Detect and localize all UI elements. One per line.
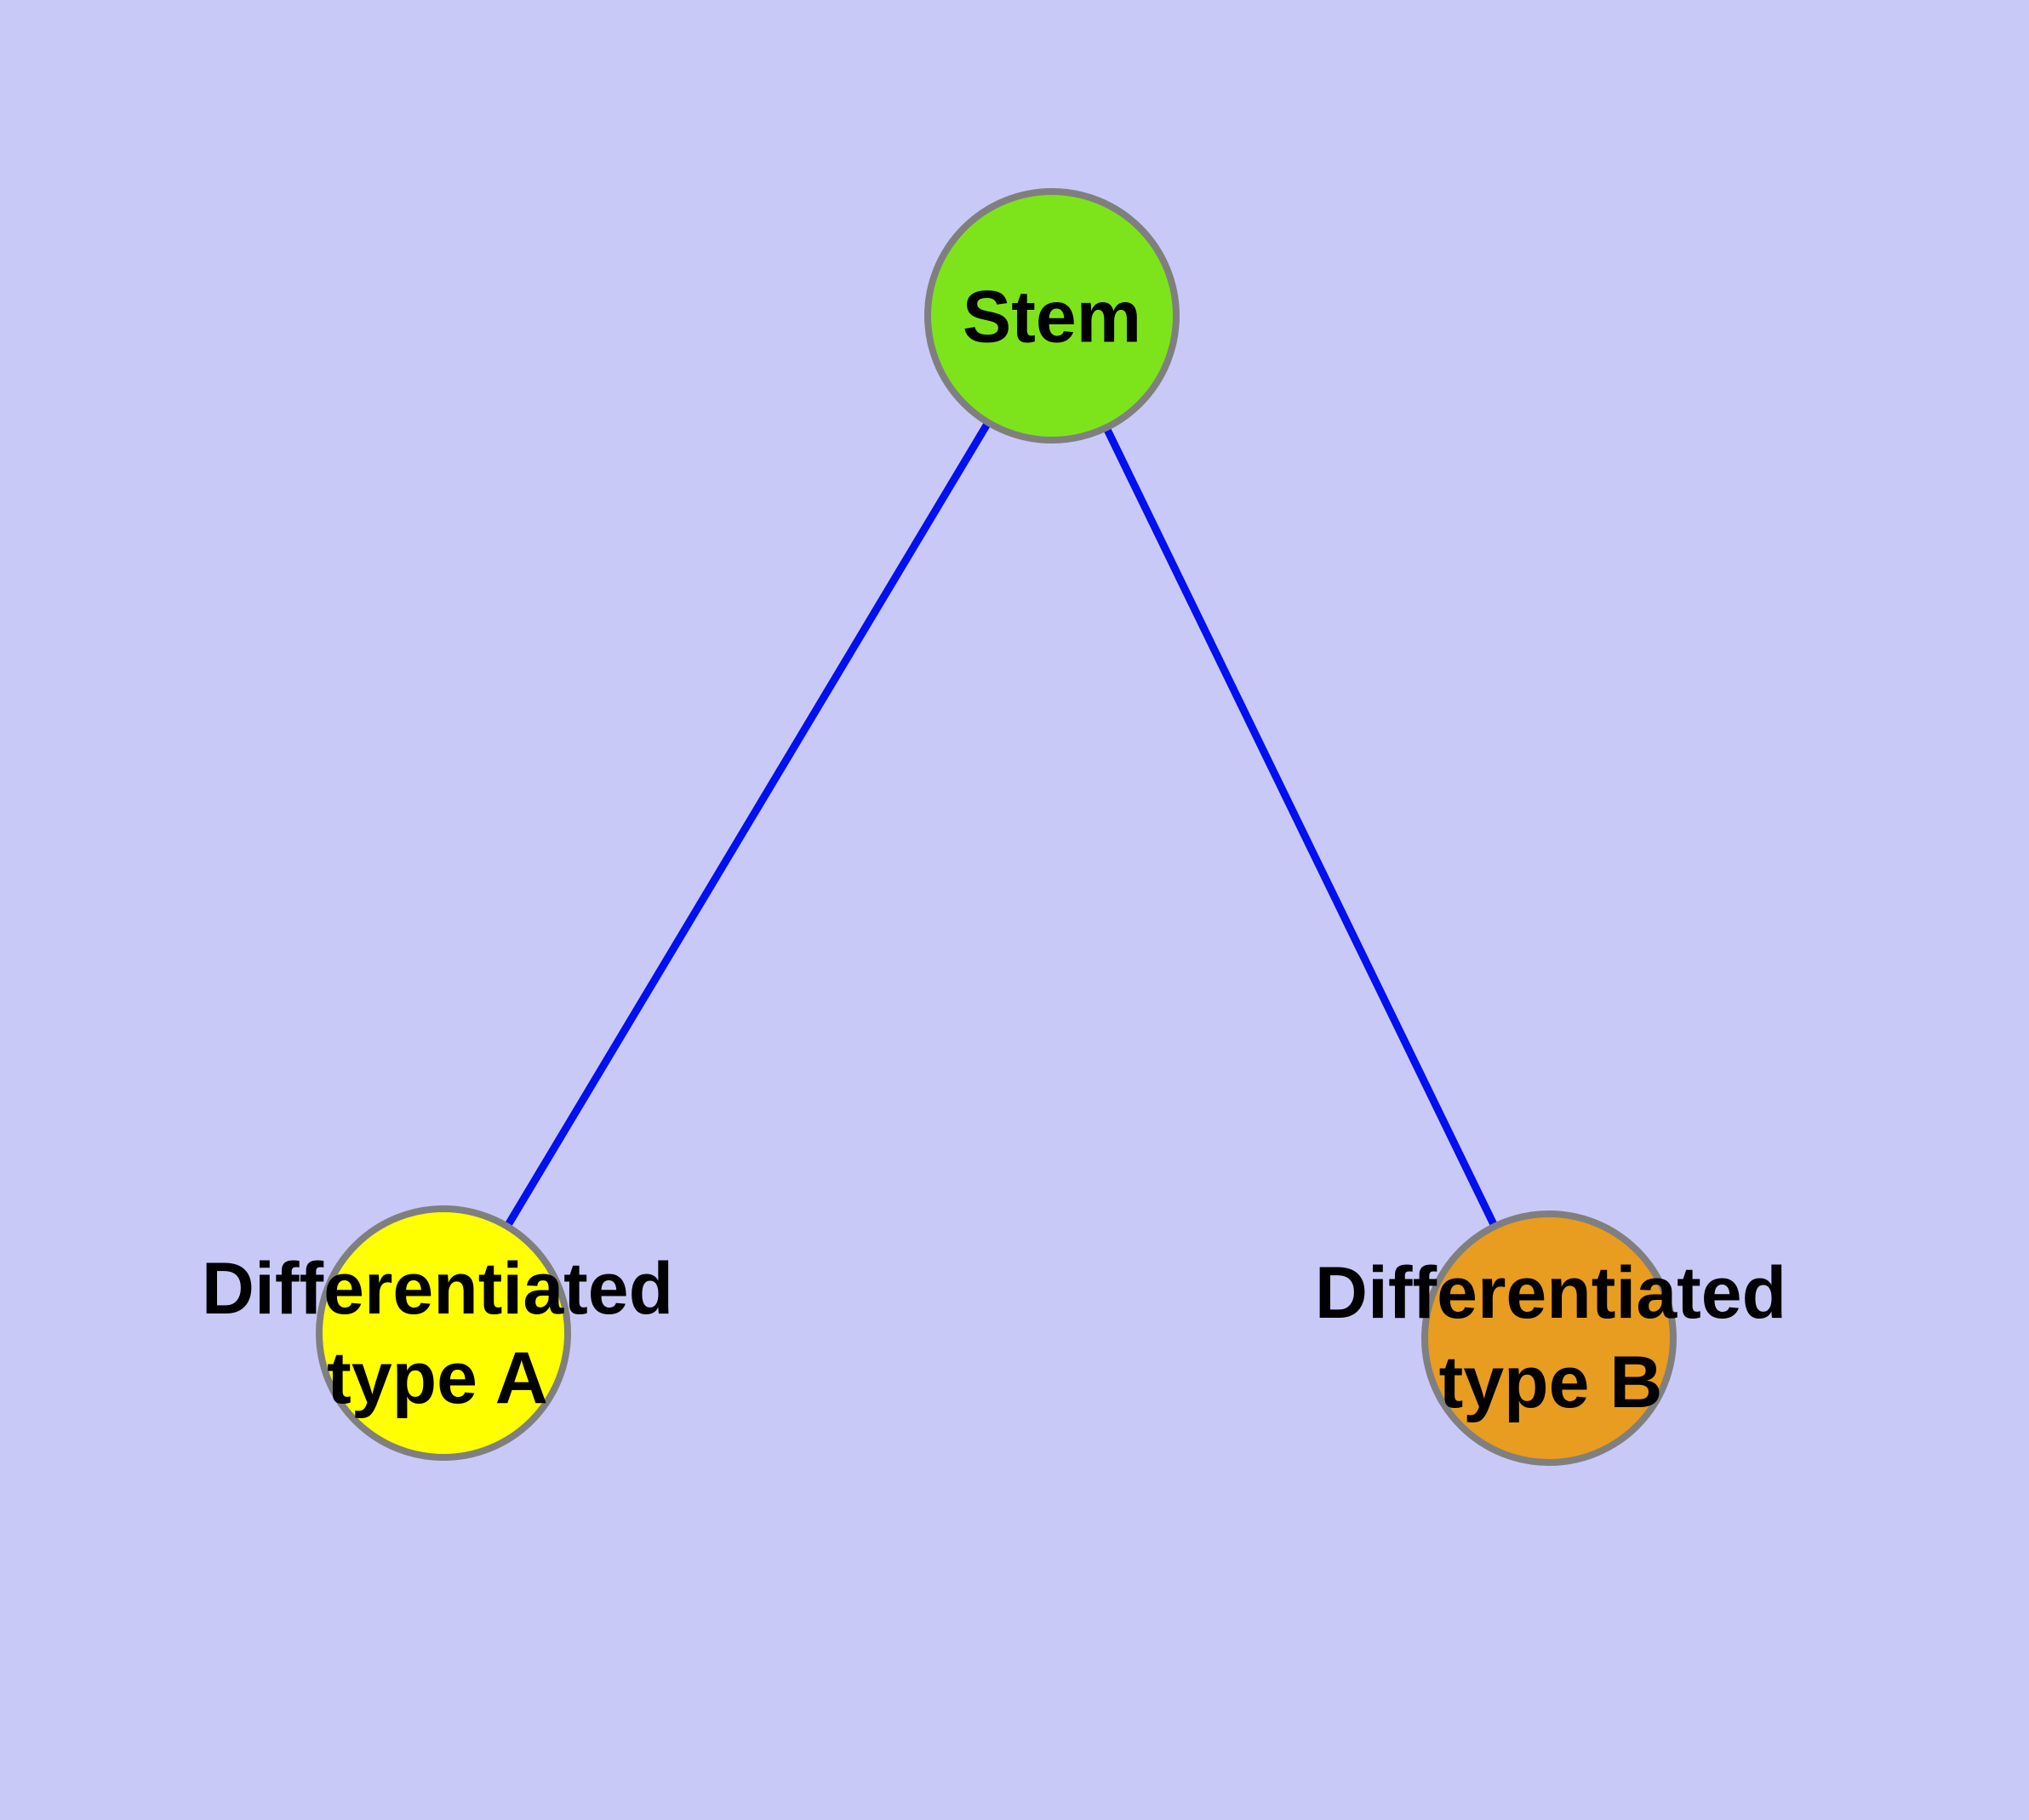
node-differentiated-type-b-label-line2: type B <box>1438 1342 1663 1423</box>
node-differentiated-type-b <box>1421 1210 1677 1466</box>
edge-stem-to-type-a <box>439 312 1056 1337</box>
node-stem-label: Stem <box>962 276 1142 358</box>
node-differentiated-type-a-label-line1: Differentiated <box>201 1248 674 1331</box>
edge-stem-to-type-b <box>1048 312 1553 1342</box>
node-differentiated-type-a <box>316 1205 571 1461</box>
node-differentiated-type-b-label-line1: Differentiated <box>1314 1252 1787 1335</box>
node-differentiated-type-a-label: Differentiated type A <box>202 1245 673 1423</box>
node-differentiated-type-a-label-line2: type A <box>327 1337 548 1419</box>
node-stem <box>924 188 1180 444</box>
node-differentiated-type-b-label: Differentiated type B <box>1315 1249 1786 1428</box>
